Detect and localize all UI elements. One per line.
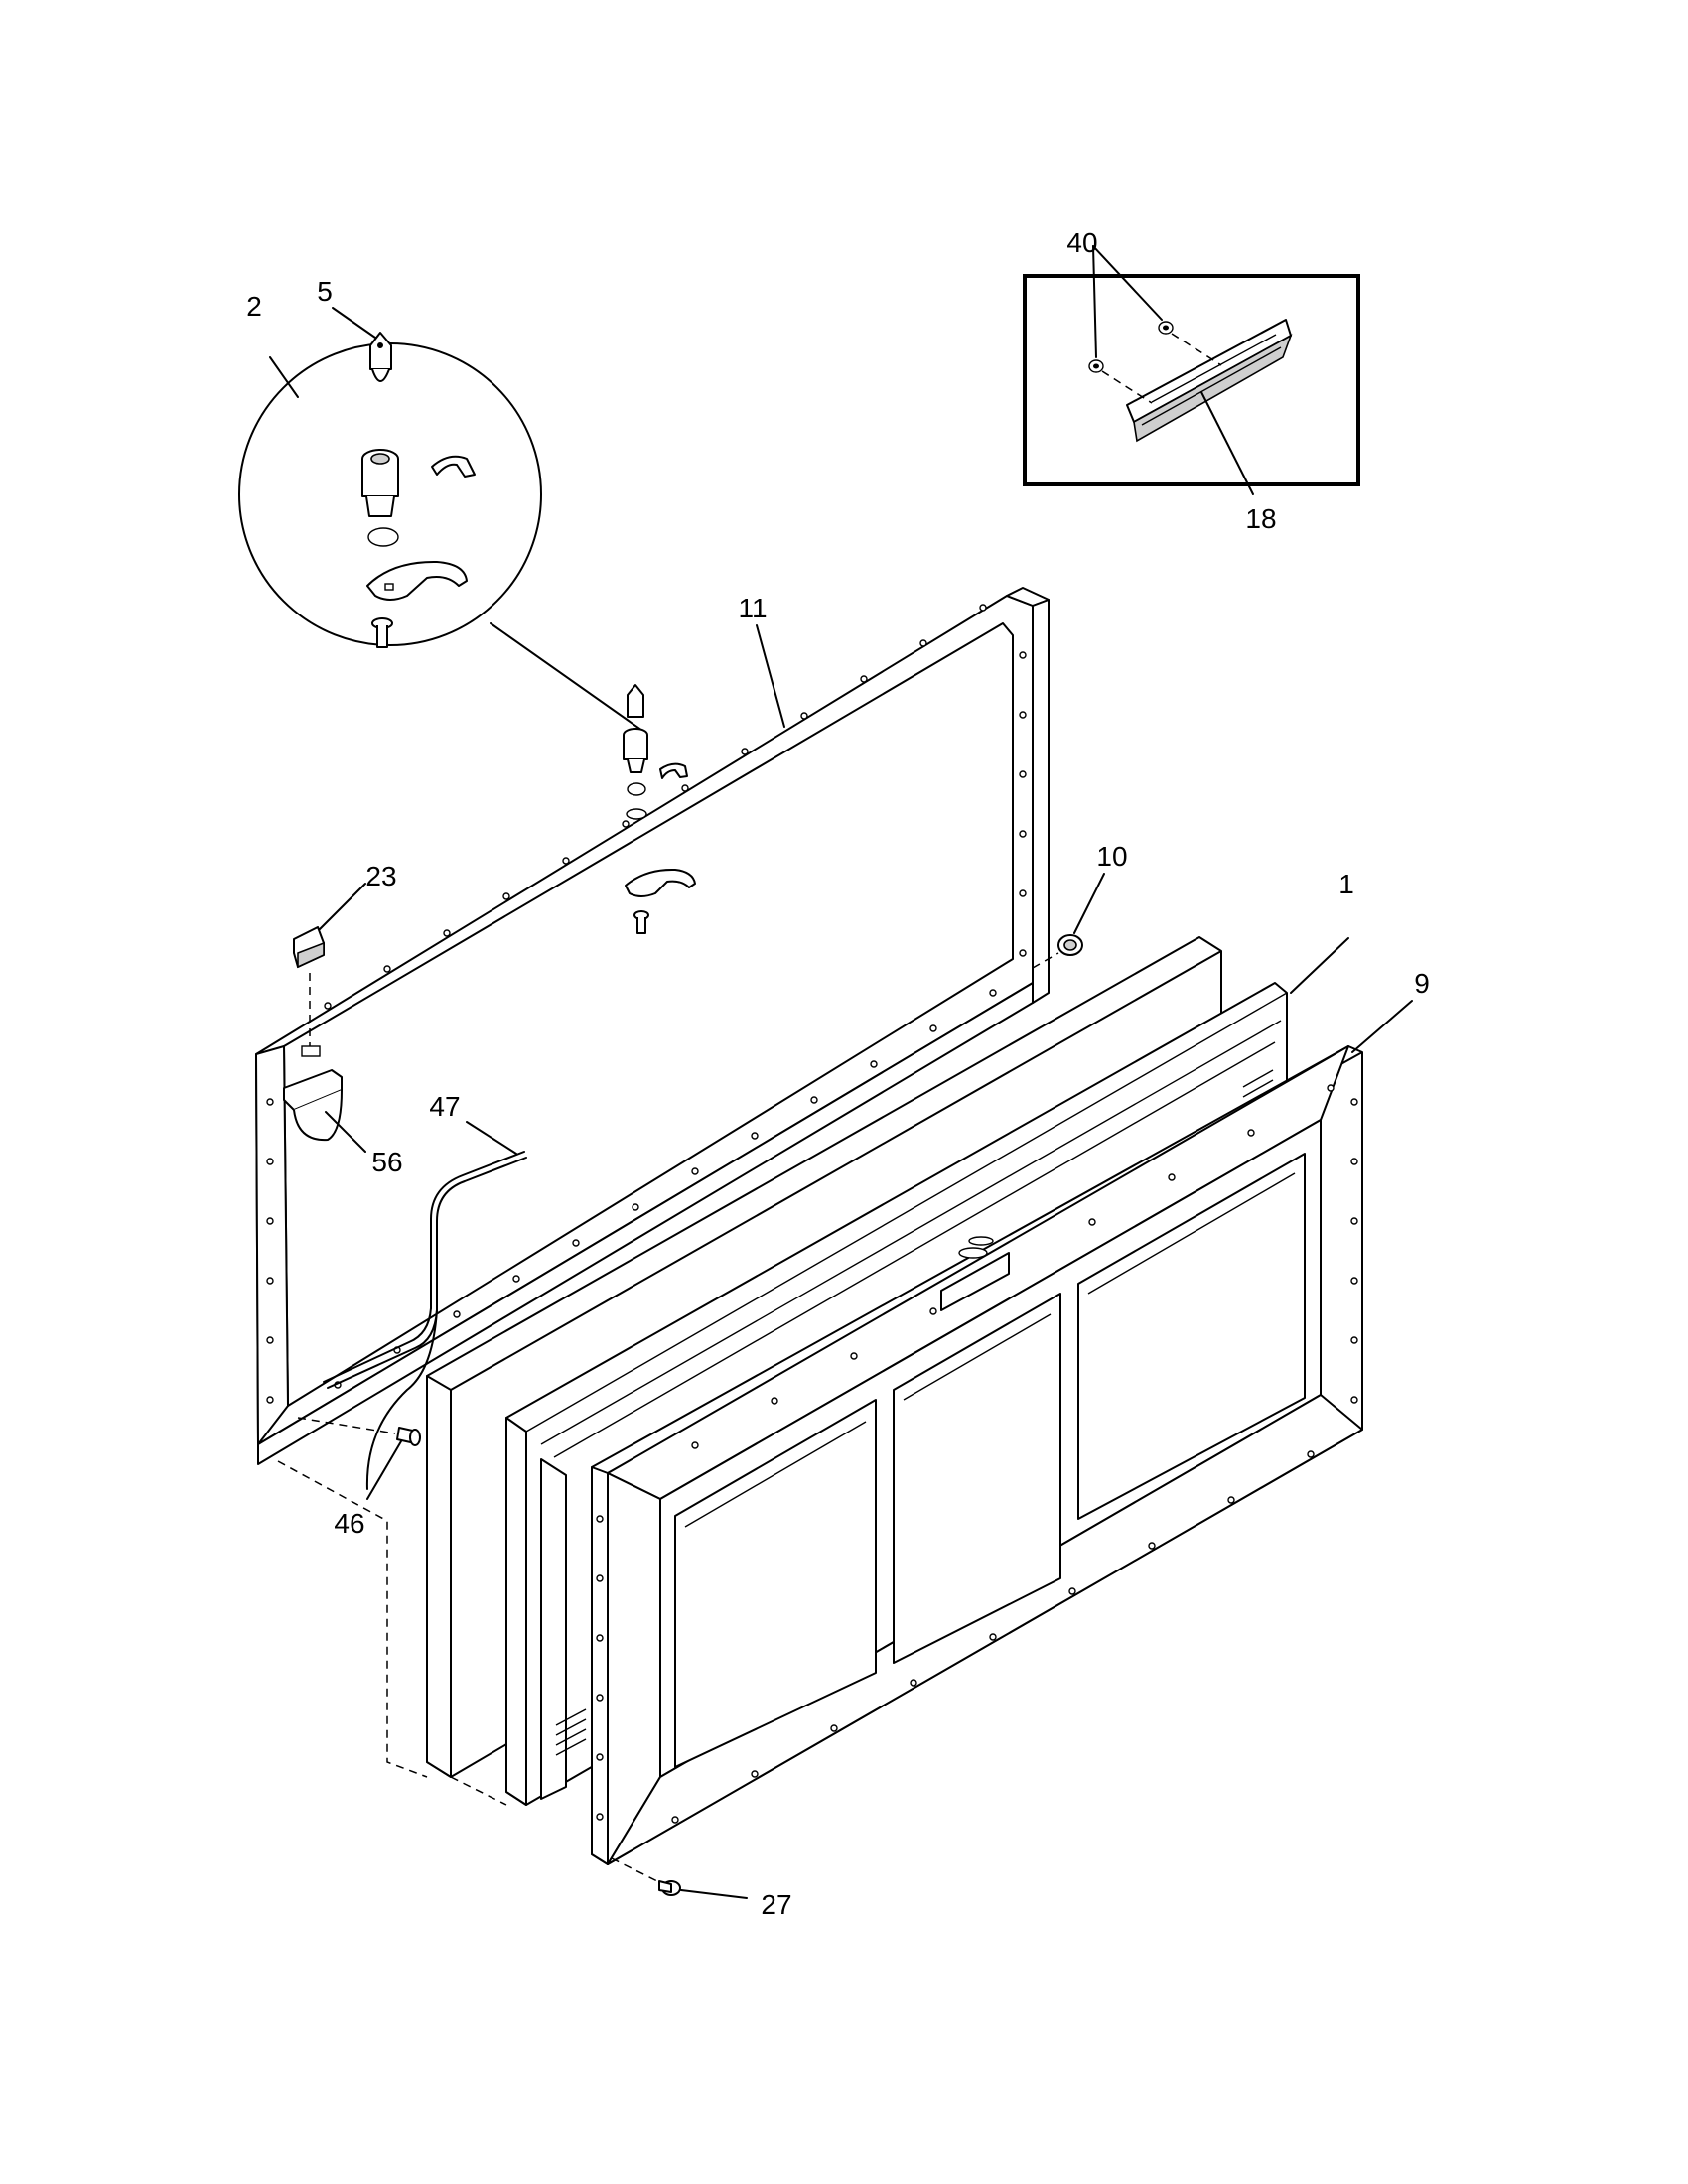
lock-washer — [367, 527, 399, 547]
callout-2: 2 — [246, 291, 262, 322]
lock-screw — [371, 617, 393, 648]
key-holder — [283, 1069, 343, 1142]
callout-18: 18 — [1245, 503, 1276, 534]
door-screw-holes — [596, 1084, 1358, 1824]
inset-frame — [1023, 274, 1360, 486]
callout-56: 56 — [371, 1147, 402, 1177]
assembly-dash-bottom — [450, 1776, 507, 1806]
callout-10: 10 — [1096, 841, 1127, 872]
liner-screw-holes — [266, 604, 1027, 1404]
screw-27 — [611, 1857, 681, 1896]
lock-detail-circle — [238, 332, 646, 734]
liner-frame — [255, 587, 1050, 1465]
callout-1: 1 — [1338, 869, 1354, 899]
assembly-dash-left — [277, 1460, 428, 1778]
callout-46: 46 — [334, 1508, 364, 1539]
bumper-part — [1032, 934, 1083, 969]
outer-door-panel — [591, 1045, 1363, 1865]
door-pane-right — [1077, 1153, 1306, 1520]
lock-leader-line — [490, 622, 646, 734]
callout-47: 47 — [429, 1091, 460, 1122]
lock-assembled — [623, 684, 696, 934]
wire-harness — [323, 1151, 527, 1490]
callout-5: 5 — [317, 276, 333, 307]
handle-inset — [1023, 245, 1360, 495]
handle-part — [1126, 319, 1293, 443]
lock-cam — [366, 560, 468, 601]
callout-23: 23 — [365, 861, 396, 891]
screw-46 — [297, 1417, 421, 1446]
callout-11: 11 — [738, 593, 767, 623]
callout-40: 40 — [1066, 227, 1097, 258]
lock-cylinder — [361, 449, 399, 517]
door-pane-middle — [893, 1293, 1061, 1664]
lock-key — [369, 332, 392, 382]
door-pane-left — [674, 1399, 877, 1768]
callout-9: 9 — [1414, 968, 1430, 999]
lock-retainer — [431, 455, 476, 478]
plug-left — [1088, 359, 1104, 373]
lock-plate — [940, 1252, 1010, 1311]
frame-clip — [293, 926, 325, 1057]
leader-lines — [269, 307, 1413, 1899]
callout-27: 27 — [761, 1889, 791, 1920]
plug-right — [1158, 321, 1174, 335]
